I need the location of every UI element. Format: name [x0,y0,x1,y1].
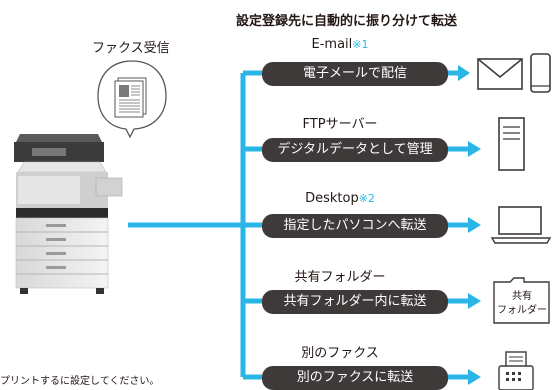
note-mark: ※2 [358,192,375,205]
destination-name: E-mail [311,37,353,52]
shared-folder-icon: 共有 フォルダー [493,277,550,324]
arrow-head-desktop [468,217,481,233]
destination-name: 共有フォルダー [294,270,386,285]
laptop-icon [490,206,552,244]
envelope-and-phone-icon [477,53,551,93]
action-pill-desktop: 指定したパソコンへ転送 [262,214,448,238]
destination-label-fax: 別のファクス [242,342,438,361]
destination-label-desktop: Desktop※2 [242,191,438,206]
fax-document-bubble [97,60,167,138]
destination-label-email: E-mail※1 [242,37,438,52]
action-pill-fax: 別のファクスに転送 [262,366,448,390]
destination-label-ftp: FTPサーバー [242,113,438,132]
action-pill-ftp: デジタルデータとして管理 [262,138,448,162]
arrow-head-ftp [468,141,481,157]
action-pill-email: 電子メールで配信 [262,62,448,86]
arrow-head-email [458,65,470,81]
multifunction-printer-icon [14,134,123,294]
fax-receive-label: ファクス受信 [92,41,170,56]
arrow-head-folder [468,293,481,309]
svg-text:共有: 共有 [512,289,532,302]
note-mark: ※1 [352,38,369,51]
server-tower-icon [498,117,525,171]
diagram-title: 設定登録先に自動的に振り分けて転送 [236,14,458,29]
arrow-head-fax [468,369,481,385]
destination-name: FTPサーバー [302,117,378,132]
destination-label-shared-folder: 共有フォルダー [242,266,438,285]
fax-machine-icon [498,351,534,390]
action-pill-shared-folder: 共有フォルダー内に転送 [262,290,448,314]
svg-text:フォルダー: フォルダー [497,303,547,316]
destination-name: 別のファクス [301,346,379,361]
footnote-text: プリントするに設定してください。 [0,376,160,387]
destination-name: Desktop [305,191,359,206]
